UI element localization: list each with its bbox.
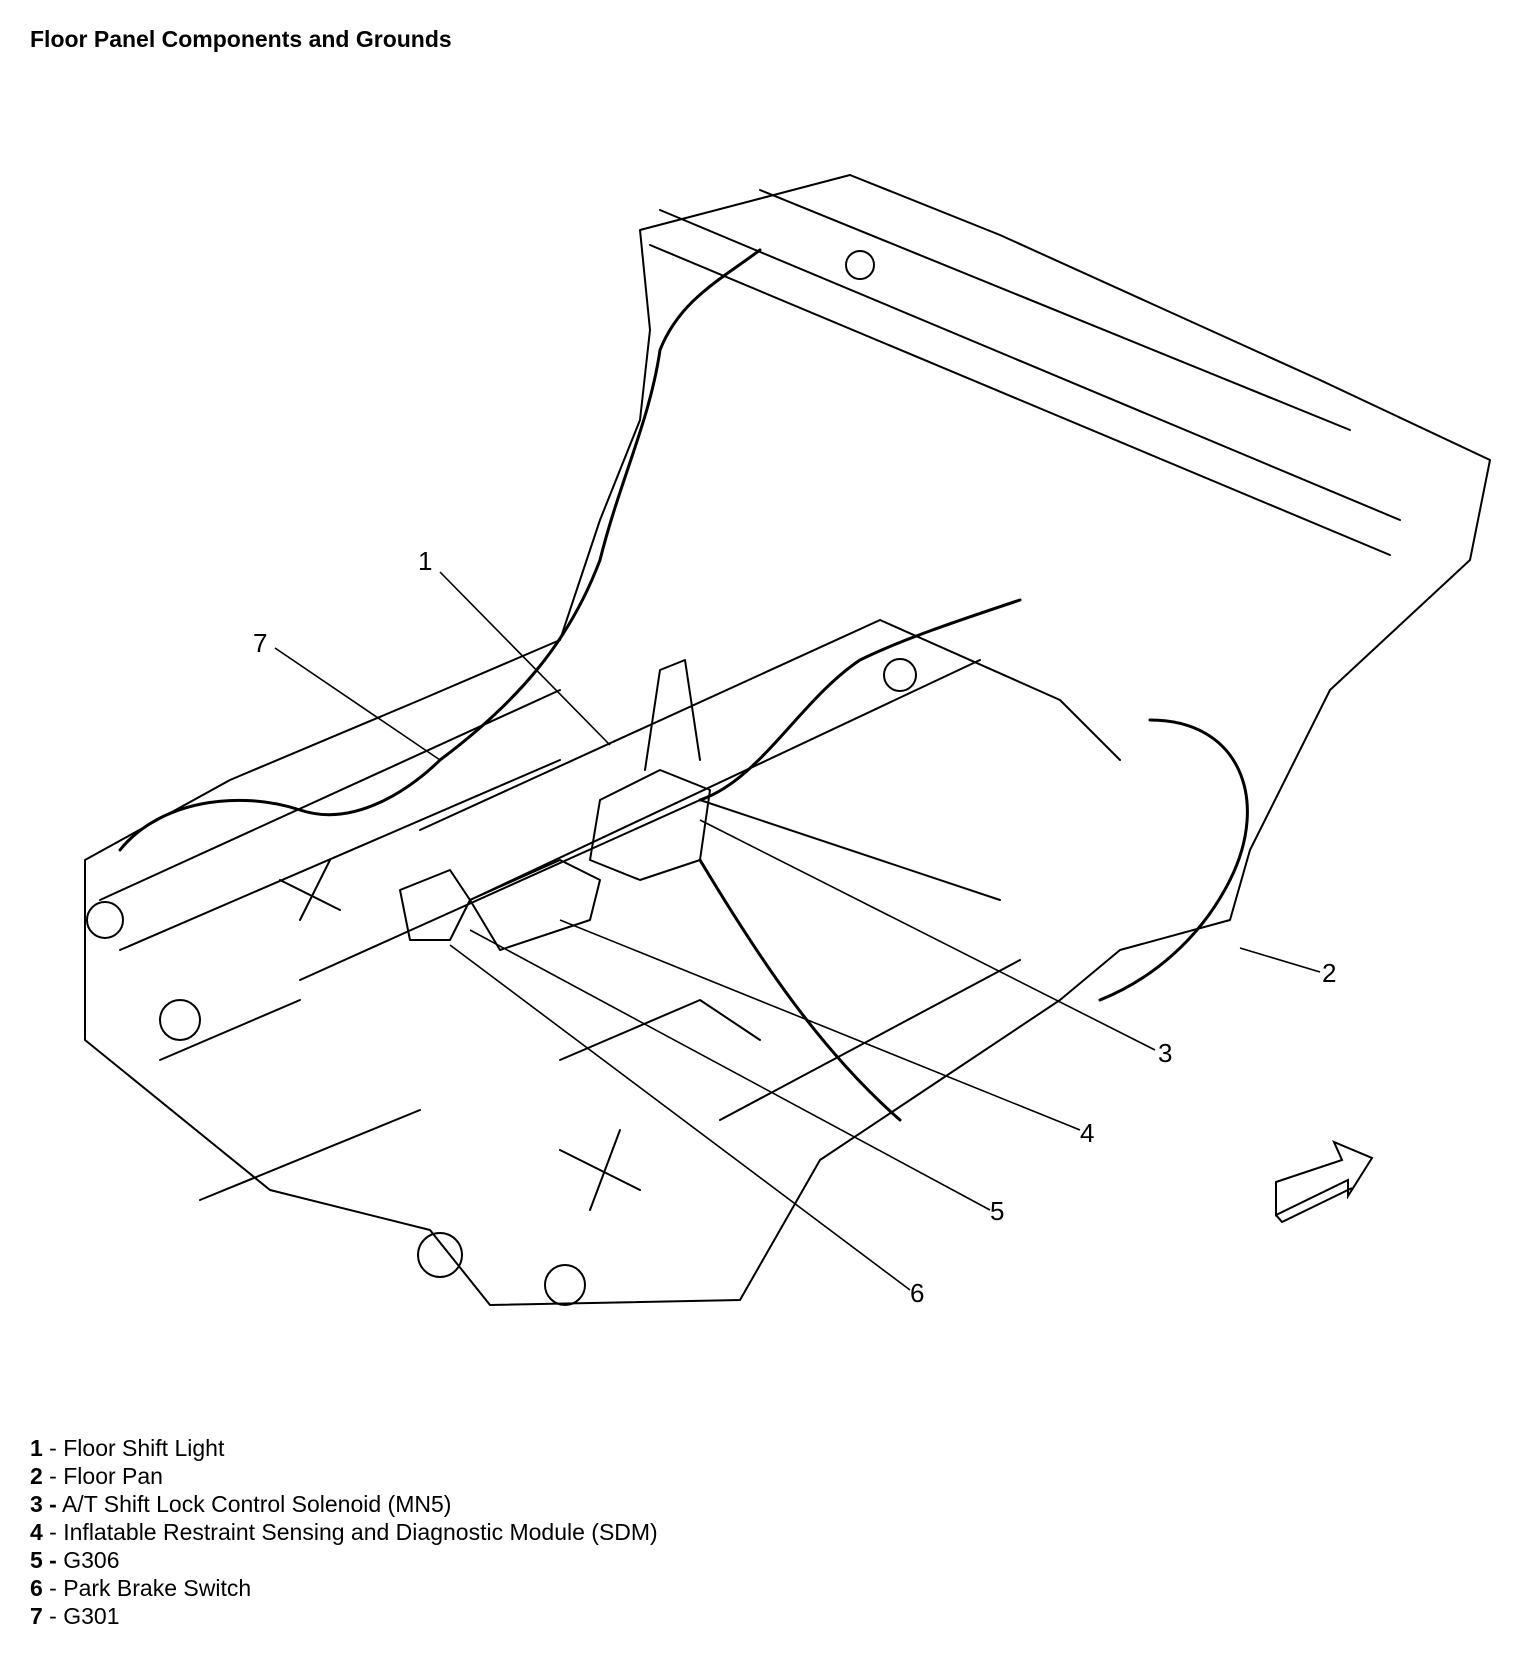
forward-arrow-icon: [1275, 1140, 1374, 1224]
page-title: Floor Panel Components and Grounds: [30, 26, 452, 52]
floor-shift-housing: [589, 659, 711, 881]
legend-item: 4 - Inflatable Restraint Sensing and Dia…: [30, 1519, 658, 1545]
legend-item: 3 - A/T Shift Lock Control Solenoid (MN5…: [30, 1491, 452, 1517]
legend-item: 6 - Park Brake Switch: [30, 1575, 252, 1601]
park-brake-switch: [399, 869, 471, 941]
callout-4: 4: [1080, 1118, 1094, 1148]
callout-5: 5: [990, 1196, 1004, 1226]
floor-panel-illustration: 1 2 3 4 5 6 7: [84, 174, 1491, 1308]
sdm-module: [469, 859, 601, 951]
legend-item: 1 - Floor Shift Light: [30, 1435, 225, 1461]
callout-3: 3: [1158, 1038, 1172, 1068]
floor-pan-outline: [84, 174, 1491, 1306]
callout-1: 1: [418, 546, 432, 576]
callout-7: 7: [253, 628, 267, 658]
legend-item: 2 - Floor Pan: [30, 1463, 163, 1489]
center-tunnel: [299, 619, 1121, 981]
callout-2: 2: [1322, 958, 1336, 988]
wiring-harness: [118, 248, 1249, 1122]
callout-6: 6: [910, 1278, 924, 1308]
crossmember: [649, 189, 1401, 556]
legend-item: 7 - G301: [30, 1603, 120, 1629]
legend: 1 - Floor Shift Light 2 - Floor Pan 3 - …: [30, 1434, 658, 1630]
legend-item: 5 - G306: [30, 1547, 120, 1573]
